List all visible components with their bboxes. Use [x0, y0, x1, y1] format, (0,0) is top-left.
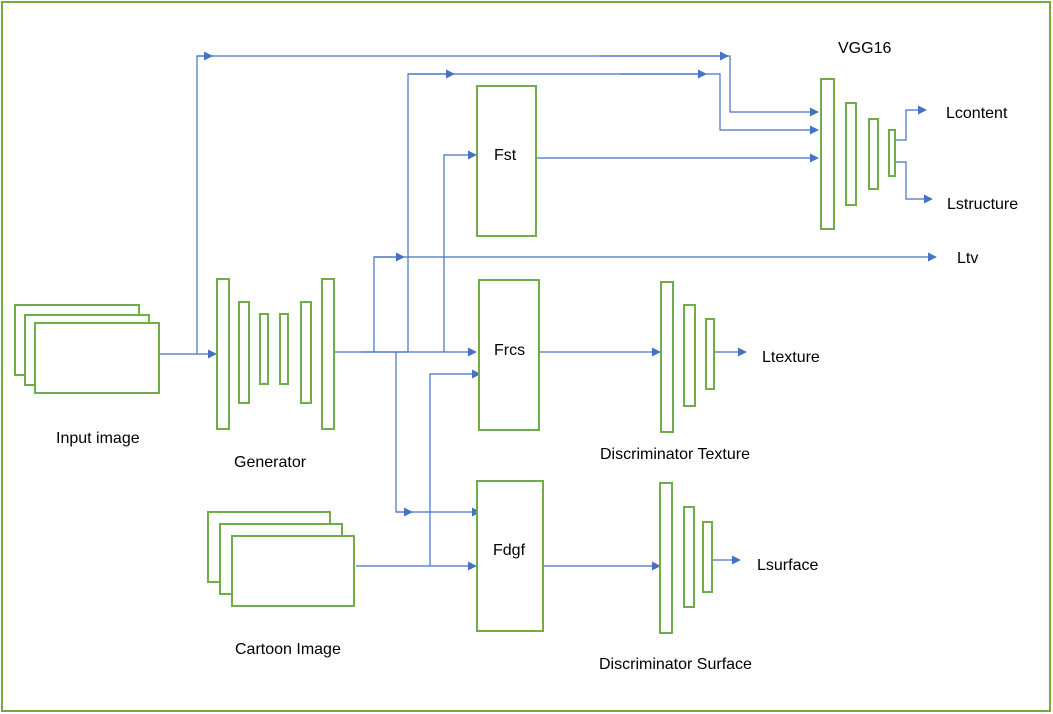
frcs-box: [478, 279, 540, 431]
disc-texture-layer-1: [660, 281, 674, 433]
generator-to-fst-wire: [443, 150, 477, 352]
generator-block: [216, 278, 335, 430]
generator-layer-5: [300, 301, 312, 404]
generator-layer-6: [321, 278, 335, 430]
generator-to-vgg-wire: [362, 73, 819, 353]
cartoon-to-frcs-wire: [429, 369, 481, 566]
discriminator-surface-block: [659, 482, 713, 634]
input-to-vgg-wire: [196, 55, 819, 354]
fdgf-box: [476, 480, 544, 632]
input-image-label: Input image: [56, 430, 140, 447]
input-image-stack: [14, 304, 160, 394]
lcontent-label: Lcontent: [946, 105, 1008, 122]
input-image-layer-front: [34, 322, 160, 394]
cartoon-image-layer-front: [231, 535, 355, 607]
fst-label: Fst: [494, 147, 517, 164]
generator-layer-4: [279, 313, 289, 385]
vgg16-block: [820, 78, 896, 230]
fdgf-label: Fdgf: [493, 542, 526, 559]
ltexture-label: Ltexture: [762, 349, 820, 366]
vgg-to-lcontent-arrow: [896, 105, 927, 141]
cartoon-image-label: Cartoon Image: [235, 641, 341, 658]
generator-layer-2: [238, 301, 250, 404]
lsurface-label: Lsurface: [757, 557, 818, 574]
ltv-label: Ltv: [957, 250, 978, 267]
vgg-layer-3: [868, 118, 879, 190]
discriminator-surface-label: Discriminator Surface: [599, 656, 752, 673]
generator-label: Generator: [234, 454, 307, 471]
generator-to-fdgf-wire: [395, 352, 481, 517]
disc-surface-layer-1: [659, 482, 673, 634]
generator-to-ltv-wire: [373, 252, 937, 352]
cartoon-image-stack: [207, 511, 355, 607]
generator-layer-1: [216, 278, 230, 430]
vgg-to-lstructure-arrow: [896, 161, 933, 204]
lstructure-label: Lstructure: [947, 196, 1018, 213]
vgg-layer-2: [845, 102, 857, 206]
vgg16-label: VGG16: [838, 40, 891, 57]
connectors: [160, 51, 937, 571]
vgg-layer-1: [820, 78, 835, 230]
disc-surface-layer-2: [683, 506, 695, 608]
disc-texture-layer-3: [705, 318, 715, 390]
disc-texture-layer-2: [683, 304, 696, 407]
fst-box: [476, 85, 537, 237]
disc-surface-layer-3: [702, 521, 713, 593]
frcs-label: Frcs: [494, 342, 525, 359]
generator-layer-3: [259, 313, 269, 385]
vgg-layer-4: [888, 129, 896, 177]
discriminator-texture-label: Discriminator Texture: [600, 446, 750, 463]
discriminator-texture-block: [660, 281, 715, 433]
